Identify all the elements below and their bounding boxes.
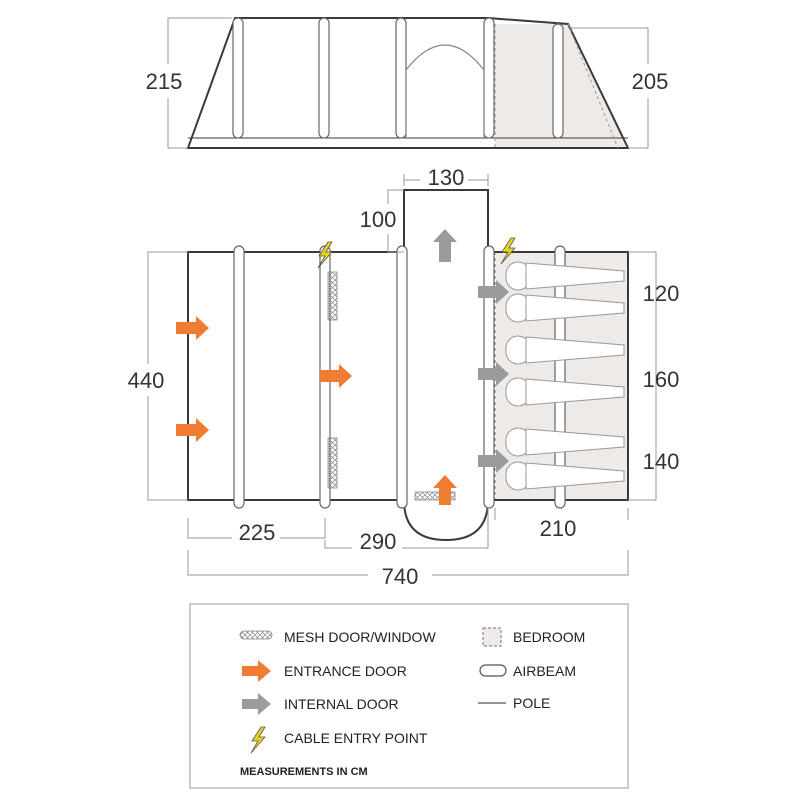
mesh-icon bbox=[239, 630, 273, 640]
porch-width-label: 130 bbox=[428, 165, 465, 190]
airbeam-icon bbox=[479, 664, 507, 677]
legend-entrance-label: ENTRANCE DOOR bbox=[284, 663, 407, 679]
sleeping-bag bbox=[505, 461, 625, 491]
legend-internal-label: INTERNAL DOOR bbox=[284, 696, 399, 712]
bedroom-length-label: 210 bbox=[540, 516, 577, 541]
legend-pole-label: POLE bbox=[513, 695, 550, 711]
floor-plan: 130 100 440 120 160 140 225 290 210 740 bbox=[128, 165, 680, 589]
mesh-window bbox=[327, 437, 338, 489]
bedroom-3-depth-label: 140 bbox=[643, 449, 680, 474]
internal-arrow-icon bbox=[478, 280, 509, 304]
sleeping-bag bbox=[505, 335, 625, 365]
plan-airbeam bbox=[233, 245, 245, 509]
elevation-airbeam bbox=[232, 17, 244, 139]
overall-length-label: 740 bbox=[382, 564, 419, 589]
elevation-airbeam bbox=[483, 17, 495, 139]
legend-bedroom-label: BEDROOM bbox=[513, 629, 585, 645]
cable-entry-icon bbox=[250, 726, 266, 754]
cable-entry-icon bbox=[500, 237, 516, 265]
internal-arrow-up-icon bbox=[433, 229, 457, 262]
height-right-label: 205 bbox=[632, 69, 669, 94]
entrance-arrow-icon bbox=[242, 660, 271, 682]
sleeping-bag bbox=[505, 377, 625, 407]
elevation-outline bbox=[186, 17, 630, 149]
bedroom-1-depth-label: 120 bbox=[643, 281, 680, 306]
side-elevation: 215 205 bbox=[146, 17, 669, 149]
legend-note: MEASUREMENTS IN CM bbox=[240, 766, 368, 778]
internal-arrow-icon bbox=[478, 449, 509, 473]
elevation-airbeam bbox=[552, 23, 564, 139]
mesh-window bbox=[327, 271, 338, 321]
internal-arrow-icon bbox=[478, 362, 509, 386]
bedroom-2-depth-label: 160 bbox=[643, 367, 680, 392]
elevation-dimension-lines bbox=[167, 17, 649, 149]
cable-entry-icon bbox=[317, 241, 333, 269]
entrance-doors bbox=[176, 316, 457, 505]
depth-total-label: 440 bbox=[128, 368, 165, 393]
section-1-length-label: 225 bbox=[239, 520, 276, 545]
legend: MESH DOOR/WINDOW ENTRANCE DOOR INTERNAL … bbox=[189, 603, 629, 789]
legend-airbeam-label: AIRBEAM bbox=[513, 663, 576, 679]
entrance-arrow-icon bbox=[320, 364, 352, 388]
height-left-label: 215 bbox=[146, 69, 183, 94]
entrance-arrow-icon bbox=[176, 316, 209, 340]
elevation-door-arch bbox=[405, 44, 485, 138]
mesh-door bbox=[414, 491, 456, 501]
elevation-airbeam bbox=[318, 17, 330, 139]
porch-depth-label: 100 bbox=[360, 207, 397, 232]
sleeping-bag bbox=[505, 293, 625, 323]
sleeping-bag bbox=[505, 427, 625, 457]
section-2-length-label: 290 bbox=[360, 529, 397, 554]
internal-doors bbox=[433, 229, 509, 473]
bedroom-icon bbox=[482, 627, 502, 647]
sleeping-bags bbox=[505, 261, 625, 491]
legend-cable-label: CABLE ENTRY POINT bbox=[284, 730, 428, 746]
elevation-bedroom-slope bbox=[567, 23, 619, 149]
elevation-airbeam bbox=[395, 17, 407, 139]
plan-airbeam bbox=[396, 245, 408, 509]
internal-arrow-icon bbox=[242, 693, 271, 715]
entrance-arrow-up-icon bbox=[433, 475, 457, 505]
plan-dimension-lines bbox=[147, 174, 657, 576]
entrance-arrow-icon bbox=[176, 418, 209, 442]
legend-mesh-label: MESH DOOR/WINDOW bbox=[284, 629, 436, 645]
sleeping-bag bbox=[505, 261, 625, 291]
plan-outline bbox=[187, 189, 629, 542]
